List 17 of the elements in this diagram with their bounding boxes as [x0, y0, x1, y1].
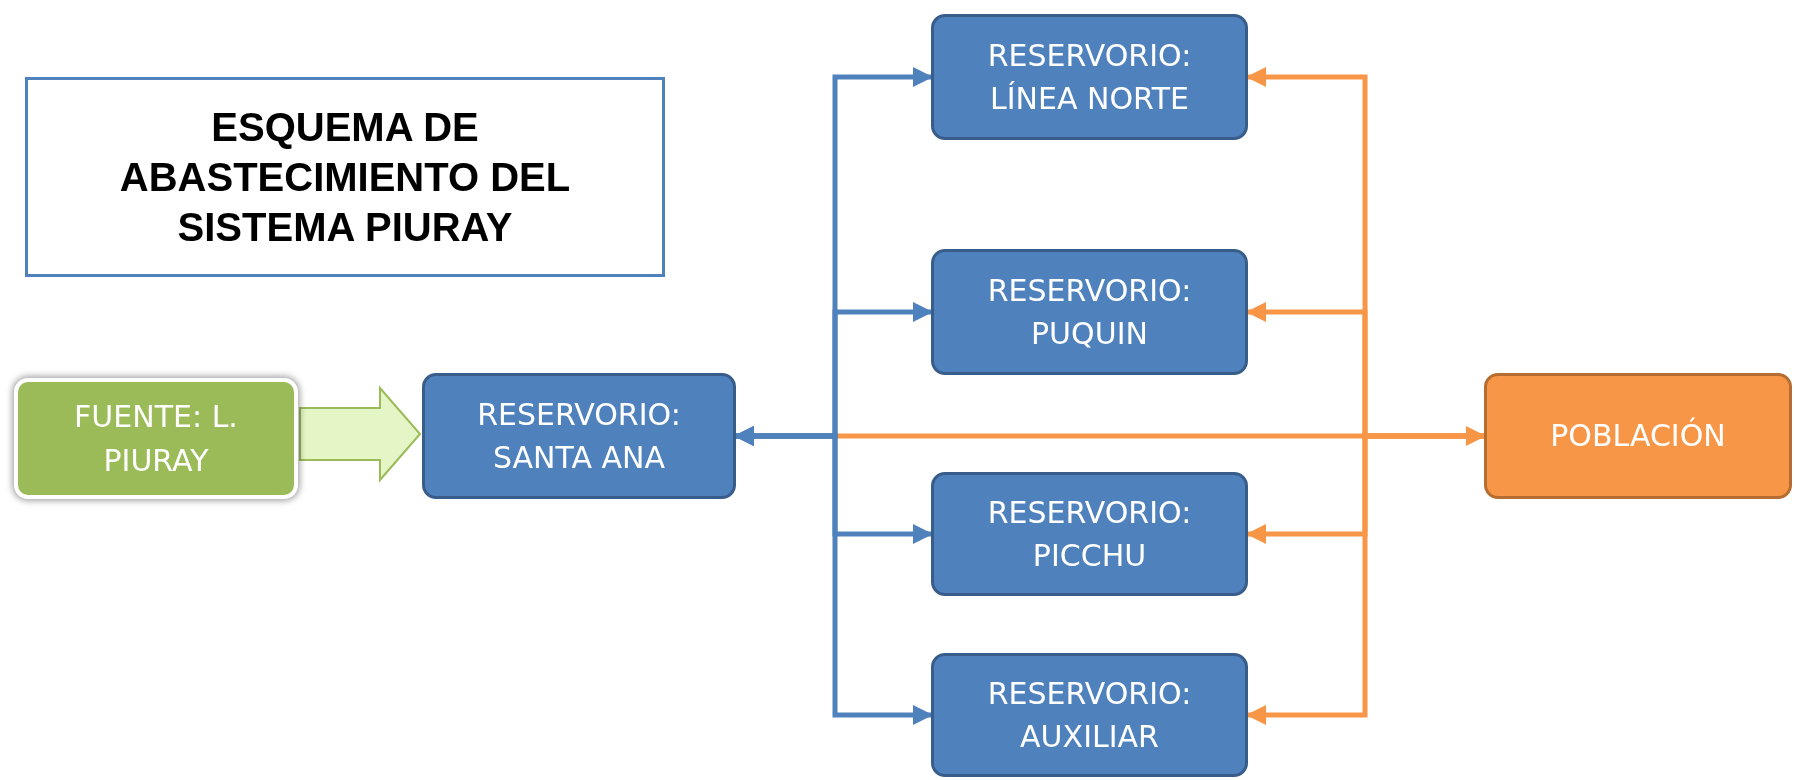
arrow: [1246, 433, 1484, 725]
block-arrow: [299, 385, 422, 483]
reservoir-box: [931, 14, 1248, 140]
node-label: RESERVORIO: PICCHU: [986, 493, 1193, 575]
reservoir-box: [931, 653, 1248, 777]
reservoir-box: [422, 373, 736, 499]
reservoir-box: [931, 249, 1248, 375]
reservoir-box: [931, 472, 1248, 596]
node-label: RESERVORIO: PUQUIN: [986, 271, 1193, 353]
node-label: FUENTE: L. PIURAY: [73, 398, 239, 480]
population-box: [1484, 373, 1792, 499]
title-text: ESQUEMA DE ABASTECIMIENTO DEL SISTEMA PIURAY: [118, 104, 572, 251]
node-label: RESERVORIO: AUXILIAR: [986, 674, 1193, 756]
arrow: [734, 426, 933, 725]
node-label: RESERVORIO: SANTA ANA: [476, 395, 682, 477]
node-label: RESERVORIO: LÍNEA NORTE: [986, 36, 1193, 118]
node-label: POBLACIÓN: [1549, 416, 1727, 456]
